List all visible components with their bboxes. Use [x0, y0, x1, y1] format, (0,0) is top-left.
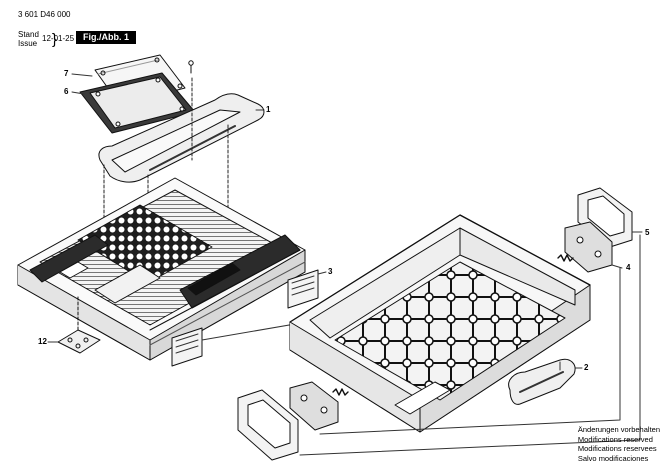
- front-spring: [332, 388, 349, 396]
- note-fr: Modifications reservees: [577, 444, 657, 453]
- issue-label: Issue: [18, 39, 38, 48]
- part-2-handle: [508, 358, 576, 405]
- leader-lines-right: [299, 234, 641, 456]
- callout-6: 6: [64, 87, 69, 96]
- bracket: }: [52, 31, 58, 48]
- callout-3: 3: [328, 267, 333, 276]
- part-12-clip: [57, 295, 101, 354]
- part-6-frame: [79, 72, 196, 134]
- front-latch-frame: [237, 389, 299, 461]
- stand-label: Stand: [18, 30, 39, 39]
- modification-notes: Änderungen vorbehalten Modifications res…: [578, 425, 660, 463]
- spring: [557, 254, 574, 262]
- issue-date: 12-01-25: [42, 34, 75, 43]
- part-3-latch: [171, 269, 319, 367]
- screw: [188, 60, 194, 74]
- callout-5: 5: [645, 228, 650, 237]
- leader-lines-left: [47, 73, 265, 343]
- note-de: Änderungen vorbehalten: [577, 425, 660, 434]
- callout-1: 1: [266, 105, 271, 114]
- callout-4: 4: [626, 263, 631, 272]
- front-latch-mechanism: [289, 381, 339, 431]
- note-en: Modifications reserved: [577, 434, 653, 444]
- callout-12: 12: [38, 337, 47, 346]
- base-tray: [289, 214, 591, 433]
- part-1-handle: [98, 93, 265, 183]
- lid-assembly: [17, 177, 306, 361]
- callout-2: 2: [584, 363, 589, 372]
- note-es: Salvo modificaciones: [577, 453, 649, 463]
- part-4-latch: [564, 221, 623, 273]
- part-number: 3 601 D46 000: [18, 10, 71, 19]
- callout-7: 7: [64, 69, 69, 78]
- figure-label: Fig./Abb. 1: [76, 31, 136, 44]
